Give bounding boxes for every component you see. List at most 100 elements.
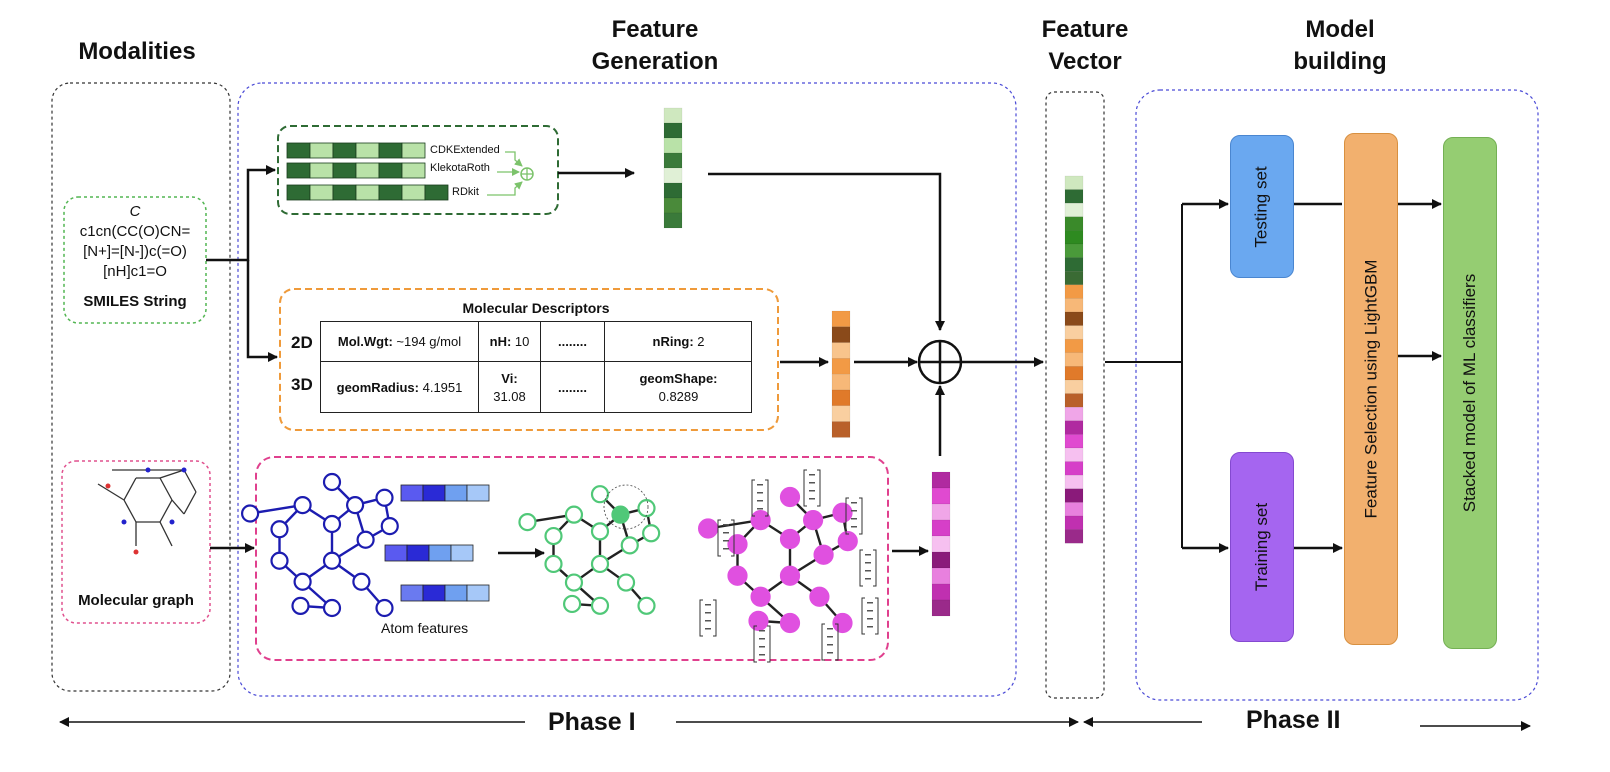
vector-cell: [831, 326, 851, 343]
vector-cell: [663, 107, 683, 124]
fp-bit: [378, 184, 403, 201]
vector-cell: [1064, 366, 1084, 381]
input-molecule-graph: [241, 472, 399, 618]
nring-value: 2: [693, 333, 705, 349]
atom-node: [346, 496, 365, 515]
cell-ellipsis-2d: ........: [540, 321, 604, 361]
testing-set-label: Testing set: [1252, 165, 1272, 248]
smiles-text: C c1cn(CC(O)CN= [N+]=[N-])c(=O) [nH]c1=O…: [64, 202, 206, 312]
fp-label-cdkextended: CDKExtended: [430, 144, 500, 156]
atom-node: [293, 496, 312, 515]
atom-node: [748, 610, 769, 632]
caffeine-bond: [123, 499, 137, 523]
atom-node: [544, 526, 563, 546]
header-model-building: Model building: [1260, 14, 1420, 78]
vector-cell: [1064, 338, 1084, 354]
molwgt-label: Mol.Wgt:: [337, 333, 393, 349]
header-model-building-l1: Model: [1305, 16, 1375, 43]
atom-node: [620, 536, 639, 555]
smiles-box: [63, 196, 207, 324]
matrix-entry: [867, 618, 873, 620]
matrix-entry: [759, 630, 765, 632]
fp-bit: [332, 142, 357, 159]
atom-bit: [422, 584, 446, 602]
matrix-bracket: [861, 597, 865, 635]
matrix-entry: [827, 636, 833, 638]
matrix-bracket: [859, 497, 863, 535]
atom-node: [375, 488, 394, 507]
modalities-panel: [51, 82, 231, 692]
atom-node: [564, 505, 584, 524]
vector-cell: [831, 421, 851, 438]
vector-cell: [1064, 202, 1084, 218]
header-model-building-l2: building: [1293, 48, 1387, 75]
vector-cell: [931, 567, 951, 585]
atom-bit: [444, 584, 468, 602]
vector-cell: [931, 519, 951, 537]
vector-cell: [663, 212, 683, 229]
atom-node: [637, 596, 656, 615]
matrix-entry: [723, 524, 729, 526]
atom-bit: [422, 484, 446, 502]
vector-cell: [1064, 379, 1084, 394]
fp-bit: [401, 142, 426, 159]
smiles-line-4: [nH]c1=O: [103, 263, 167, 280]
fp-bit: [401, 184, 426, 201]
matrix-bracket: [873, 549, 877, 587]
matrix-entry: [705, 612, 711, 614]
stacked-model-box: Stacked model of ML classifiers: [1443, 137, 1497, 649]
fp-bit: [355, 184, 380, 201]
fp-bit: [309, 142, 334, 159]
atom-node: [241, 504, 260, 523]
feature-selection-label: Feature Selection using LightGBM: [1361, 259, 1381, 519]
atom-node: [809, 586, 830, 607]
vector-cell: [931, 535, 951, 553]
matrix-bracket: [753, 625, 757, 663]
molecular-graph-box: [61, 460, 211, 624]
cell-nring: nRing: 2: [604, 321, 752, 361]
gnn-box: [255, 456, 889, 661]
matrix-entry: [705, 628, 711, 630]
header-feature-vector: Feature Vector: [1020, 14, 1150, 78]
atom-node: [322, 472, 342, 492]
smiles-line-2: c1cn(CC(O)CN=: [79, 223, 191, 240]
atom-bit: [400, 584, 424, 602]
atom-node: [564, 573, 584, 592]
matrix-entry: [757, 492, 763, 494]
matrix-bracket: [817, 469, 821, 507]
phase-1-label: Phase I: [548, 708, 636, 736]
fp-bit: [378, 162, 403, 179]
caffeine-bond: [183, 491, 197, 515]
atom-node: [642, 524, 661, 543]
vector-cell: [831, 310, 851, 328]
fp-bit: [378, 142, 403, 159]
neighborhood-ring: [603, 484, 649, 530]
training-set-label: Training set: [1252, 502, 1271, 592]
vector-cell: [1064, 216, 1084, 231]
embedded-graph: [697, 486, 858, 634]
atom-bit: [428, 544, 452, 562]
fp-bit: [401, 162, 426, 179]
vector-cell: [1064, 434, 1084, 449]
matrix-entry: [757, 484, 763, 486]
vector-cell: [1064, 474, 1084, 490]
caffeine-bond: [123, 477, 137, 501]
cell-geomradius: geomRadius: 4.1951: [320, 361, 478, 413]
vector-cell: [831, 405, 851, 422]
matrix-entry: [809, 498, 815, 500]
atom-node: [270, 520, 289, 539]
fingerprint-vector: [663, 107, 683, 229]
fp-bit: [332, 162, 357, 179]
header-feature-generation: Feature Generation: [560, 14, 750, 78]
atom-node: [832, 612, 853, 634]
vi-value: 31.08: [493, 388, 526, 404]
atom-node: [802, 509, 824, 531]
atom-node: [727, 534, 748, 555]
matrix-entry: [759, 646, 765, 648]
matrix-entry: [851, 518, 857, 520]
fp-bit: [286, 142, 311, 159]
matrix-bracket: [751, 479, 755, 517]
caffeine-atom: [133, 549, 139, 555]
vector-cell: [1064, 325, 1084, 340]
vector-cell: [663, 197, 683, 214]
